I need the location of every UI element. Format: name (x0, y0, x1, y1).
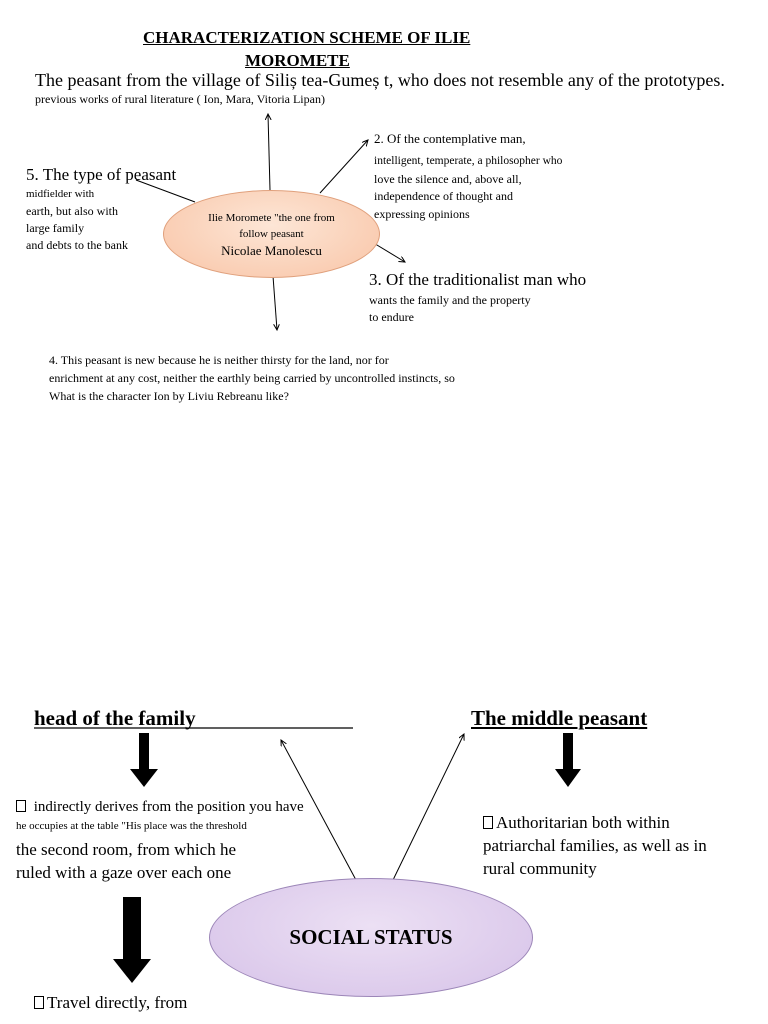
branch5-line: midfielder with (26, 188, 95, 200)
arrow-to-branch2 (319, 140, 368, 194)
arrow-to-branch4 (272, 275, 277, 330)
branch2-line: love the silence and, above all, (374, 171, 522, 186)
branch5-text: midfielder with earth, but also with lar… (26, 186, 128, 254)
branch3-heading: 3. Of the traditionalist man who (369, 270, 587, 289)
bottom-text-line: Travel directly, from (47, 993, 188, 1012)
head-family-line4: ruled with a gaze over each one (16, 863, 232, 882)
branch4-line: What is the character Ion by Liviu Rebre… (49, 389, 289, 403)
arrow-to-intro (268, 114, 270, 191)
middle-peasant-description: Authoritarian both within patriarchal fa… (483, 811, 707, 880)
center-node-ilie-moromete: Ilie Moromete "the one from follow peasa… (163, 190, 380, 278)
bullet-icon (483, 816, 493, 829)
down-arrow-icon (130, 733, 158, 787)
branch5-line: and debts to the bank (26, 238, 128, 252)
branch2-line: expressing opinions (374, 206, 470, 221)
middle-peasant-line2: patriarchal families, as well as in (483, 836, 707, 855)
head-of-family-heading: head of the family (34, 706, 196, 730)
head-family-line3: the second room, from which he (16, 840, 236, 859)
head-family-line1: indirectly derives from the position you… (30, 799, 304, 815)
branch3-text: wants the family and the property to end… (369, 292, 531, 326)
center-node-line3: Nicolae Manolescu (221, 242, 322, 258)
bullet-icon (16, 800, 26, 812)
page-title-line1: CHARACTERIZATION SCHEME OF ILIE (143, 28, 471, 47)
intro-line1: The peasant from the village of Siliș te… (35, 70, 725, 90)
branch2-heading: 2. Of the contemplative man, (374, 131, 526, 146)
branch2-line: independence of thought and (374, 189, 513, 203)
bottom-text: Travel directly, from (34, 993, 187, 1013)
branch3-line: wants the family and the property (369, 293, 531, 307)
line-to-branch5 (135, 179, 196, 203)
bullet-icon (34, 996, 44, 1009)
branch2-line: intelligent, temperate, a philosopher wh… (374, 155, 563, 167)
down-arrow-icon (555, 733, 581, 787)
social-status-node: SOCIAL STATUS (209, 878, 533, 997)
middle-peasant-heading: The middle peasant (471, 706, 648, 730)
branch3-line: to endure (369, 310, 414, 324)
intro-line2: previous works of rural literature ( Ion… (35, 92, 325, 106)
arrow-to-branch3 (371, 241, 405, 262)
branch4-line: enrichment at any cost, neither the eart… (49, 371, 455, 385)
branch4-line: 4. This peasant is new because he is nei… (49, 353, 389, 367)
branch2-text: intelligent, temperate, a philosopher wh… (374, 153, 604, 223)
branch5-line: large family (26, 221, 85, 235)
center-node-line2: follow peasant (239, 227, 304, 240)
arrow-to-middle-peasant (392, 734, 464, 881)
head-family-description: indirectly derives from the position you… (16, 797, 304, 884)
arrow-to-head-family (281, 740, 357, 881)
branch5-heading: 5. The type of peasant (26, 165, 177, 184)
branch4-text: 4. This peasant is new because he is nei… (49, 351, 455, 405)
down-arrow-icon (113, 897, 151, 983)
center-node-line1: Ilie Moromete "the one from (208, 211, 335, 224)
branch5-line: earth, but also with (26, 204, 118, 218)
page-title-line2: MOROMETE (245, 51, 350, 70)
middle-peasant-line1: Authoritarian both within (496, 813, 670, 832)
middle-peasant-line3: rural community (483, 859, 597, 878)
head-family-line2: he occupies at the table "His place was … (16, 820, 247, 832)
social-status-label: SOCIAL STATUS (289, 925, 453, 949)
